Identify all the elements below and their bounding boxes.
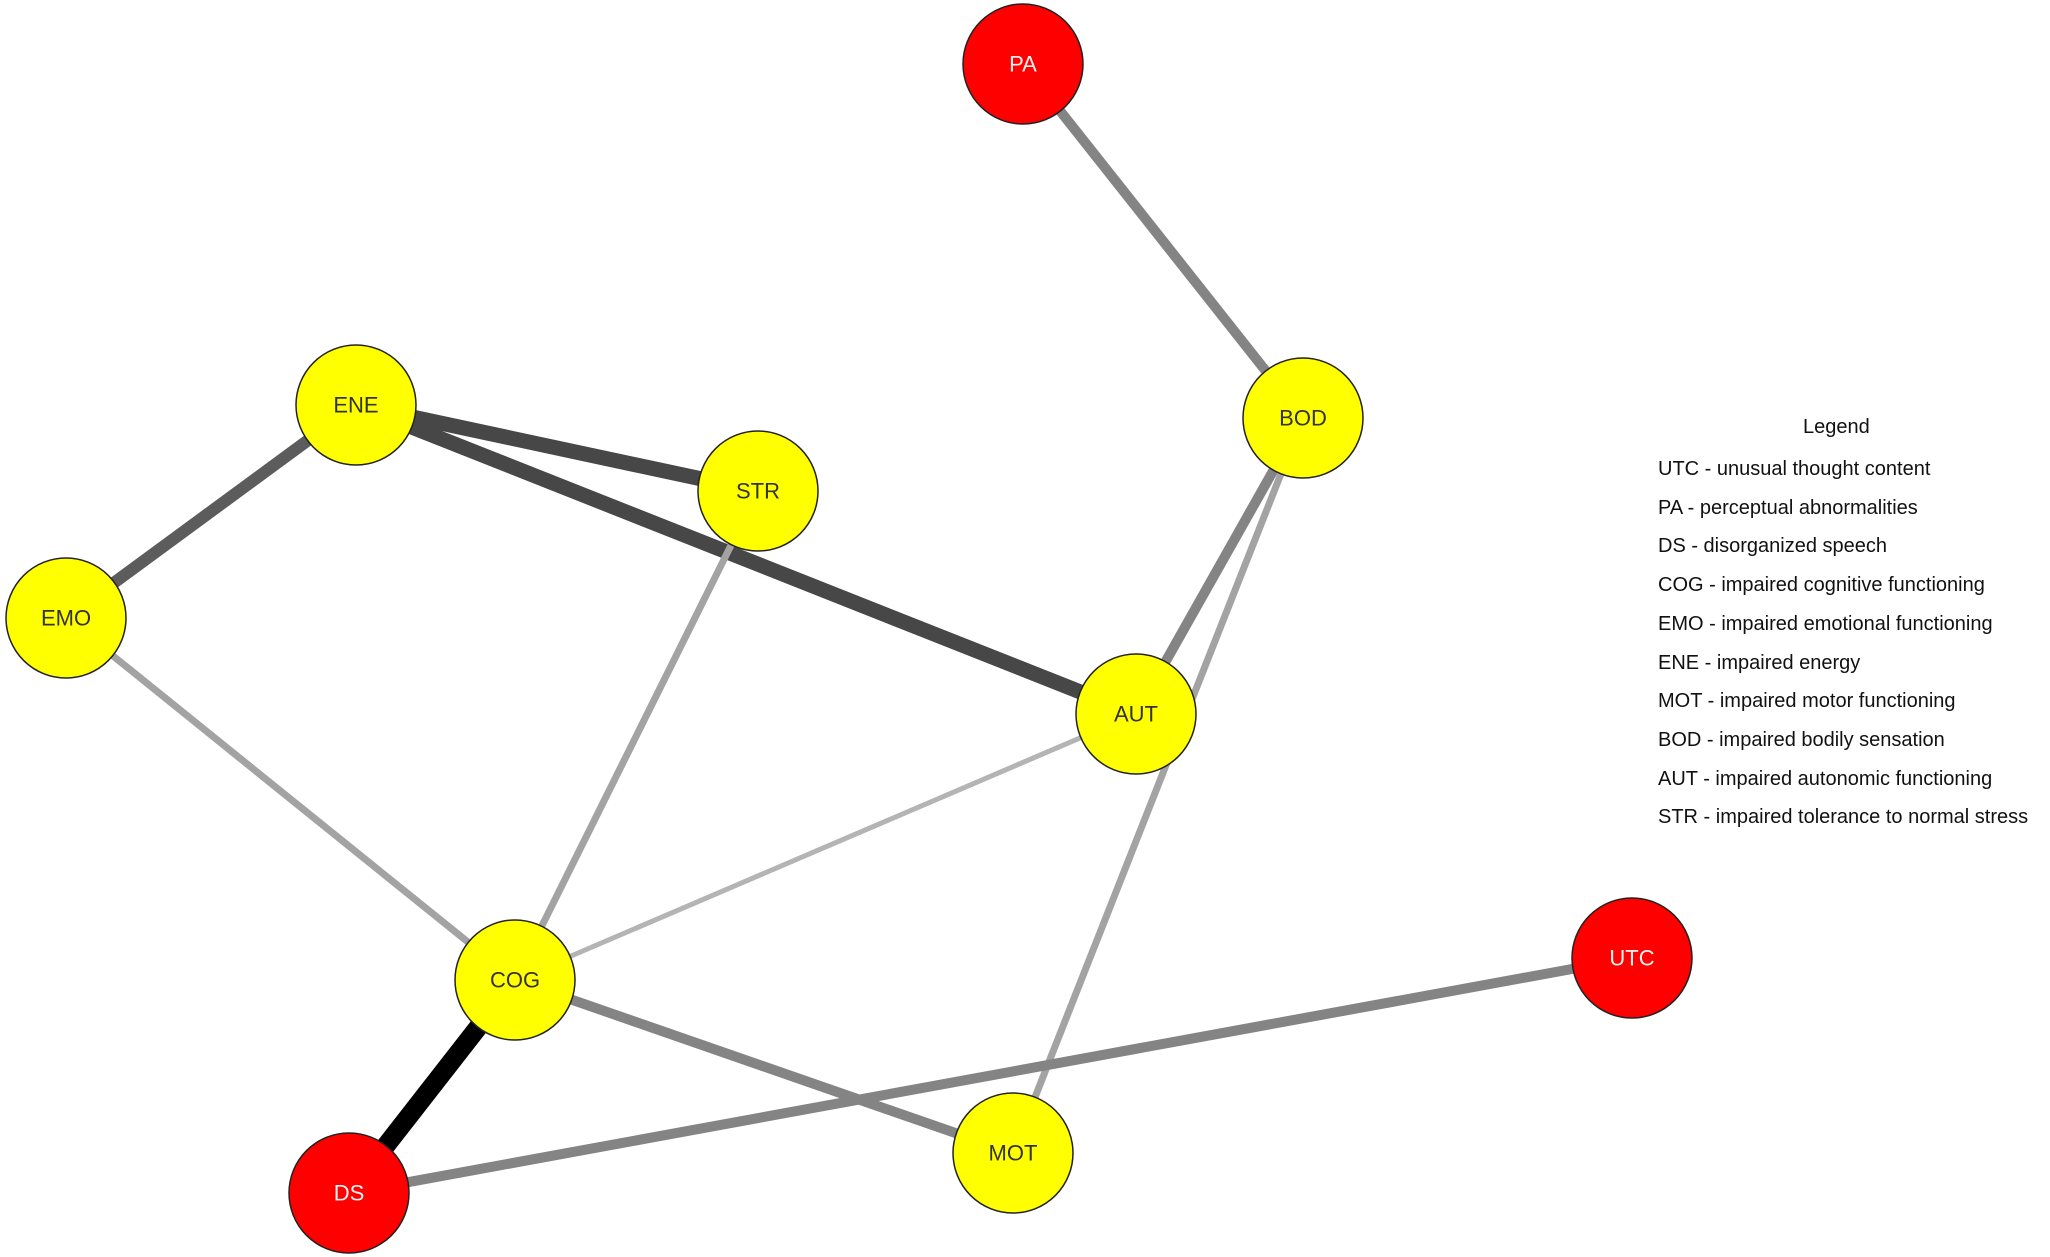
node-circle [288,1132,410,1254]
node-ds: DS [288,1132,410,1254]
legend-list: UTC - unusual thought content PA - perce… [1658,450,2050,837]
node-label: AUT [1114,702,1158,727]
node-circle [1075,653,1197,775]
node-label: MOT [989,1141,1038,1166]
edge-pa-bod [1019,60,1307,422]
node-circle [1242,357,1364,479]
node-ene: ENE [295,344,417,466]
node-bod: BOD [1242,357,1364,479]
edge-ene-aut [353,398,1139,721]
edge-emo-cog [63,615,518,983]
legend-item-str: STR - impaired tolerance to normal stres… [1658,806,2029,829]
node-mot: MOT [952,1092,1074,1214]
node-aut: AUT [1075,653,1197,775]
node-label: BOD [1279,406,1327,431]
legend-item-emo: EMO - impaired emotional functioning [1658,612,1993,635]
node-pa: PA [962,3,1084,125]
node-circle [697,430,819,552]
legend-item-mot: MOT - impaired motor functioning [1658,690,1956,713]
network-edges [62,60,1633,1199]
node-cog: COG [454,919,576,1041]
edge-ene-str [354,397,760,499]
legend-item-aut: AUT - impaired autonomic functioning [1658,767,1993,790]
legend-item-ds: DS - disorganized speech [1658,535,1888,558]
legend: Legend UTC - unusual thought content PA … [1658,414,2050,837]
legend-item-utc: UTC - unusual thought content [1658,458,1931,480]
node-circle [1571,897,1693,1019]
edge-str-cog [511,489,762,982]
node-str: STR [697,430,819,552]
node-circle [5,557,127,679]
node-circle [454,919,576,1041]
edge-cog-mot [513,975,1015,1158]
network-nodes: PA ENE STR EMO BOD AUT COG UTC MOT DS [5,3,1693,1254]
node-circle [295,344,417,466]
node-label: DS [334,1181,365,1206]
node-label: STR [736,479,780,504]
edge-bod-mot [1009,416,1307,1155]
node-circle [952,1092,1074,1214]
node-label: COG [490,968,540,993]
node-emo: EMO [5,557,127,679]
legend-title: Legend [1803,416,1870,438]
node-label: UTC [1609,946,1654,971]
node-label: ENE [333,393,378,418]
node-label: PA [1009,52,1037,77]
edge-ds-utc [348,953,1633,1198]
node-label: EMO [41,606,91,631]
legend-item-cog: COG - impaired cognitive functioning [1658,574,1985,597]
legend-item-pa: PA - perceptual abnormalities [1658,496,1918,519]
node-circle [962,3,1084,125]
node-utc: UTC [1571,897,1693,1019]
legend-item-bod: BOD - impaired bodily sensation [1658,728,1945,751]
legend-item-ene: ENE - impaired energy [1658,651,1861,674]
edge-aut-cog [514,711,1137,983]
